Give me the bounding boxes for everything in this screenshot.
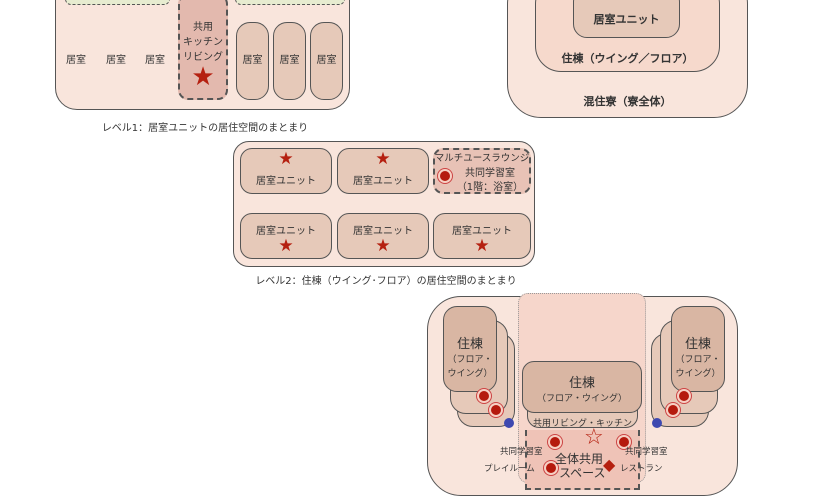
level1-caption: レベル1：居室ユニットの居住空間のまとまり	[101, 123, 309, 134]
unit-level	[573, 0, 680, 38]
unit-box	[240, 148, 332, 194]
wing-right	[671, 306, 725, 392]
dot-icon	[479, 391, 489, 401]
kitchen-label: 共用	[193, 22, 213, 33]
wing-sub: （フロア・ウイング）	[536, 394, 627, 404]
star-icon: ★	[191, 62, 215, 92]
room-label: 居室	[279, 55, 300, 66]
wing-sub: ウイング）	[675, 369, 721, 379]
study-label: 共同学習室	[625, 447, 668, 457]
unit-box	[240, 213, 332, 259]
blue-dot-icon	[504, 418, 514, 428]
dot-icon	[679, 391, 689, 401]
unit-label: 居室ユニット	[256, 176, 316, 187]
kitchen-label: リビング	[183, 52, 223, 63]
unit-label: 居室ユニット	[353, 176, 413, 187]
dot-icon	[546, 463, 556, 473]
wing-sub: ウイング）	[447, 369, 493, 379]
hierarchy-middle: 住棟（ウイング／フロア）	[561, 52, 694, 65]
star-outline-icon: ☆	[584, 425, 604, 450]
level2-caption: レベル2：住棟（ウイング･フロア）の居住空間のまとまり	[255, 276, 517, 287]
wing-title: 住棟	[456, 337, 483, 352]
room-box	[236, 22, 269, 100]
shared-kitchen-area	[178, 0, 228, 100]
dot-icon	[491, 405, 501, 415]
blue-dot-icon	[652, 418, 662, 428]
dot-icon	[550, 437, 560, 447]
unit-label: 居室ユニット	[452, 226, 512, 237]
green-area-left	[65, 0, 170, 5]
wing-title: 住棟	[684, 337, 711, 352]
dot-icon	[668, 405, 678, 415]
common-label: 全体共用	[555, 452, 604, 466]
wing-title: 住棟	[568, 376, 595, 391]
room-label: 居室	[242, 55, 263, 66]
lounge-label: マルチユースラウンジ	[434, 153, 530, 164]
room-label: 居室	[145, 55, 165, 66]
wing-sub: （フロア・	[675, 355, 721, 365]
unit-label: 居室ユニット	[256, 226, 316, 237]
star-icon: ★	[278, 149, 294, 169]
playroom-label: プレイルーム	[484, 464, 535, 474]
study-dot-icon	[440, 171, 450, 181]
room-box	[310, 22, 343, 100]
kitchen-label: キッチン	[183, 37, 223, 48]
room-label: 居室	[66, 55, 86, 66]
lounge-label: （1階：浴室）	[456, 182, 524, 193]
wing-sub: （フロア・	[447, 355, 493, 365]
wing-left	[443, 306, 497, 392]
wing-center	[522, 361, 642, 413]
hierarchy-inner: 居室ユニット	[593, 13, 660, 26]
star-icon: ★	[375, 236, 391, 256]
multi-use-lounge	[433, 148, 531, 194]
star-icon: ★	[474, 236, 490, 256]
restaurant-label: レストラン	[620, 464, 663, 474]
lounge-label: 共同学習室	[465, 168, 515, 179]
hierarchy-outer: 混住寮（寮全体）	[583, 95, 672, 108]
living-label: 共用リビング・キッチン	[532, 419, 632, 429]
room-label: 居室	[106, 55, 126, 66]
diamond-icon: ◆	[603, 455, 616, 474]
star-icon: ★	[278, 236, 294, 256]
unit-box	[337, 213, 429, 259]
common-label: スペース	[559, 466, 606, 480]
green-area-right	[235, 0, 345, 5]
star-icon: ★	[375, 149, 391, 169]
unit-label: 居室ユニット	[353, 226, 413, 237]
unit-box	[337, 148, 429, 194]
unit-box	[433, 213, 531, 259]
dot-icon	[619, 437, 629, 447]
room-label: 居室	[316, 55, 337, 66]
room-box	[273, 22, 306, 100]
study-label: 共同学習室	[500, 447, 543, 457]
